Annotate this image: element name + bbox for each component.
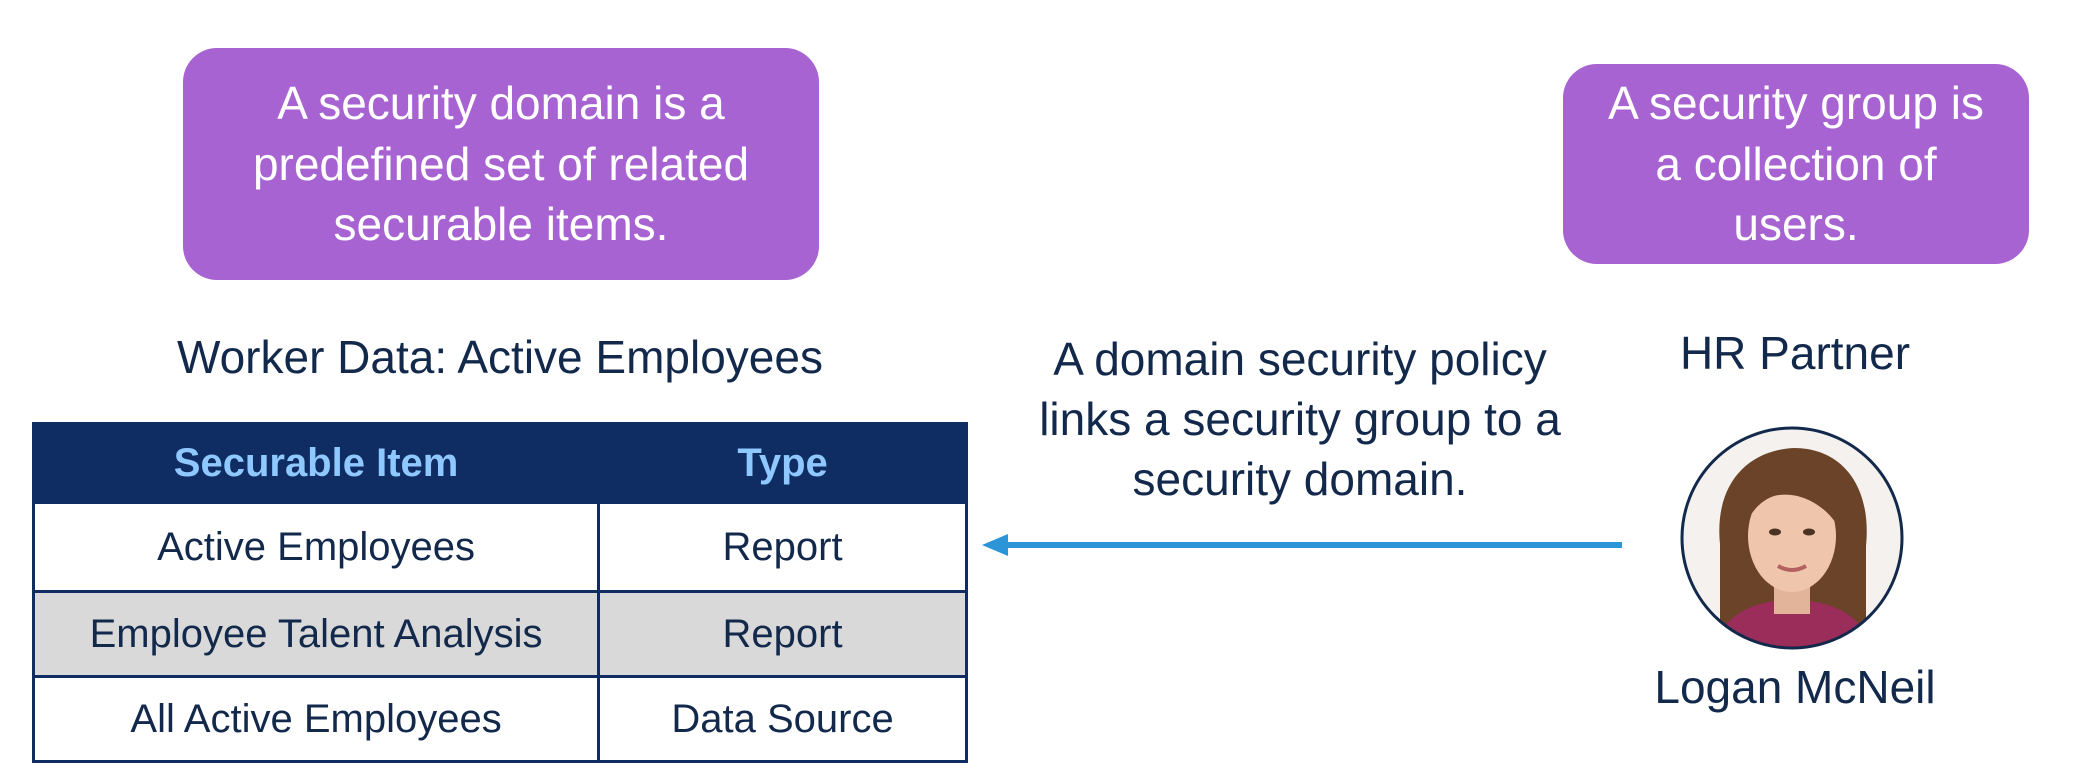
- cell-type: Report: [597, 501, 968, 593]
- security-group-title: HR Partner: [1679, 327, 1911, 379]
- policy-arrow-icon: [982, 534, 1622, 556]
- domain-title: Worker Data: Active Employees: [177, 331, 823, 383]
- security-domain-callout-line: securable items.: [333, 198, 669, 251]
- user-name: Logan McNeil: [1654, 661, 1936, 713]
- policy-description: A domain security policy links a securit…: [1000, 330, 1600, 509]
- security-domain-callout-line: A security domain is a: [277, 76, 725, 129]
- table-row: Employee Talent Analysis Report: [31, 590, 968, 678]
- security-group-callout: A security group is a collection of user…: [1563, 64, 2029, 264]
- table-header-row: Securable Item Type: [31, 422, 968, 504]
- security-group-callout-line: A security group is: [1608, 76, 1984, 129]
- table-row: All Active Employees Data Source: [31, 675, 968, 763]
- policy-arrow-head: [982, 534, 1008, 556]
- avatar: [1680, 426, 1904, 650]
- cell-item: Active Employees: [31, 501, 601, 593]
- cell-type: Data Source: [597, 675, 968, 763]
- table-row: Active Employees Report: [31, 501, 968, 593]
- policy-description-line: security domain.: [1132, 452, 1468, 505]
- security-group-callout-line: users.: [1733, 198, 1859, 251]
- cell-item: All Active Employees: [31, 675, 601, 763]
- header-securable-item: Securable Item: [31, 422, 601, 504]
- security-domain-callout: A security domain is a predefined set of…: [183, 48, 819, 280]
- securable-items-table: Securable Item Type Active Employees Rep…: [31, 422, 968, 763]
- security-group-callout-line: a collection of: [1655, 137, 1937, 190]
- security-domain-callout-line: predefined set of related: [252, 137, 750, 190]
- header-type: Type: [597, 422, 968, 504]
- cell-type: Report: [597, 590, 968, 678]
- policy-description-line: links a security group to a: [1039, 392, 1561, 445]
- cell-item: Employee Talent Analysis: [31, 590, 601, 678]
- policy-description-line: A domain security policy: [1053, 333, 1547, 385]
